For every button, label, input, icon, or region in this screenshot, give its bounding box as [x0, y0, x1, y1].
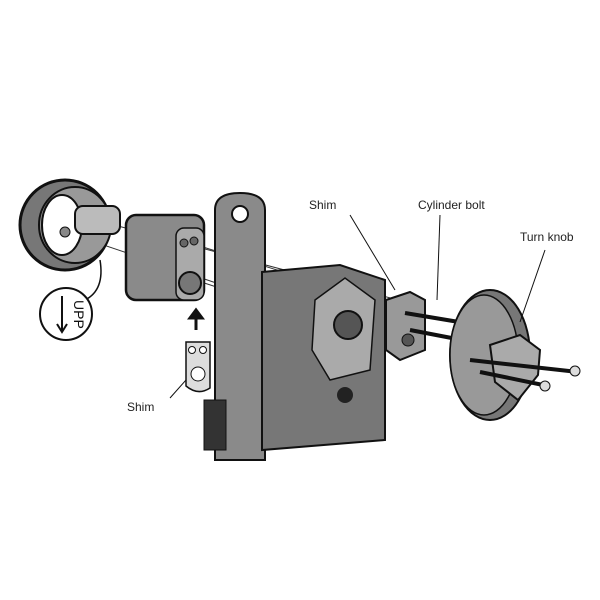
lock-case: [261, 263, 386, 452]
label-shim-left: Shim: [127, 400, 155, 414]
turn-knob-part: [449, 249, 581, 421]
upp-direction-marking: UPP: [39, 259, 102, 341]
upp-text: UPP: [71, 300, 87, 329]
cylinder-body: [124, 213, 206, 302]
label-turn-knob: Turn knob: [520, 230, 574, 244]
shim-right-part: [349, 214, 426, 362]
label-cylinder-bolt: Cylinder bolt: [418, 198, 485, 212]
label-shim-right: Shim: [309, 198, 337, 212]
shim-left-part: [169, 307, 211, 399]
lock-forend-plate: [203, 191, 266, 461]
cylinder-rosette: [18, 178, 121, 272]
